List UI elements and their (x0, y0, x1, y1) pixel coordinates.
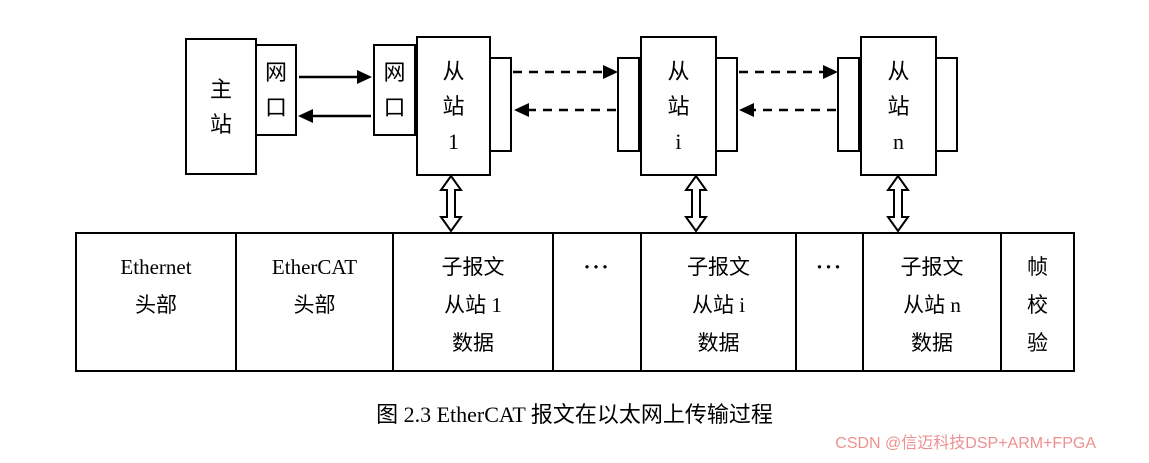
arrow-head-left (298, 109, 313, 123)
figure-caption: 图 2.3 EtherCAT 报文在以太网上传输过程 (376, 402, 773, 427)
dashed-arrow-slaven-to-slavei (739, 103, 836, 117)
arrow-head-right (357, 70, 372, 84)
arrow-head-left (514, 103, 529, 117)
master-station-label: 主 站 (209, 76, 232, 137)
arrow-head-left (739, 103, 754, 117)
double-arrow-slavei-frame (684, 174, 708, 233)
double-arrow-slave1-frame (439, 174, 463, 233)
dashed-arrow-slavei-to-slaven (739, 65, 838, 79)
double-arrow-slaven-frame (886, 174, 910, 233)
slave1-network-port-box: 网 口 (373, 44, 416, 136)
slavei-station-label: 从 站 i (667, 58, 690, 154)
frame-cell-ellipsis-2: ··· (797, 234, 864, 370)
slave1-station-box: 从 站 1 (416, 36, 491, 176)
arrow-slave1-to-master (298, 109, 371, 123)
master-network-port-box: 网 口 (255, 44, 297, 136)
master-network-port-label: 网 口 (264, 60, 287, 120)
slavei-station-box: 从 站 i (640, 36, 717, 176)
slaven-station-box: 从 站 n (860, 36, 937, 176)
master-station-box: 主 站 (185, 38, 257, 175)
csdn-watermark: CSDN @信迈科技DSP+ARM+FPGA (835, 435, 1096, 452)
slaven-right-port-tab (935, 57, 958, 152)
slave1-station-label: 从 站 1 (442, 58, 465, 154)
double-arrow-shape (684, 174, 708, 233)
slaven-station-label: 从 站 n (887, 58, 910, 154)
frame-cell-ethercat-header: EtherCAT 头部 (237, 234, 394, 370)
frame-cell-frame-check: 帧 校 验 (1027, 255, 1048, 355)
slaven-left-port-tab (837, 57, 860, 152)
slave1-network-port-label: 网 口 (383, 60, 406, 120)
double-arrow-shape (886, 174, 910, 233)
slave1-right-port-tab (489, 57, 512, 152)
frame-cell-slave1-data: 子报文 从站 1 数据 (394, 234, 554, 370)
frame-cell-ellipsis-1: ··· (554, 234, 642, 370)
arrow-head-right (603, 65, 618, 79)
ethernet-frame-table: Ethernet 头部 EtherCAT 头部 子报文 从站 1 数据 ··· … (75, 232, 1075, 372)
slavei-right-port-tab (715, 57, 738, 152)
frame-cell-slavei-data: 子报文 从站 i 数据 (642, 234, 797, 370)
frame-cell-ethernet-header: Ethernet 头部 (77, 234, 237, 370)
frame-cell-slaven-data: 子报文 从站 n 数据 (864, 234, 1002, 370)
dashed-arrow-slave1-to-slavei (513, 65, 618, 79)
arrow-head-right (823, 65, 838, 79)
slavei-left-port-tab (617, 57, 640, 152)
dashed-arrow-slavei-to-slave1 (514, 103, 616, 117)
arrow-master-to-slave1 (299, 70, 372, 84)
double-arrow-shape (439, 174, 463, 233)
